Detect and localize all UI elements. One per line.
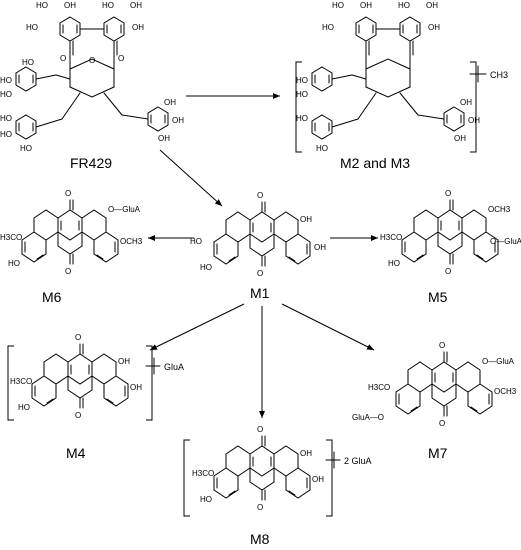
m2m3-oh-6: OH (454, 134, 466, 143)
m2m3-bracket-left (295, 61, 302, 153)
m1-ho-1: HO (190, 237, 202, 246)
m8-ho: HO (200, 495, 212, 504)
m6-o-top: O (65, 189, 71, 198)
m5-o-top: O (445, 189, 451, 198)
fr429-o-1: O (60, 54, 66, 63)
m4-h3co: H3CO (10, 377, 32, 386)
m6-o-glua: O—GluA (108, 205, 141, 214)
m8-glua: 2 GluA (344, 456, 372, 466)
m8-o-top: O (257, 425, 263, 434)
m2m3-oh-3: OH (428, 23, 440, 32)
fr429-ho-6: HO (0, 90, 12, 99)
m5-h3co: H3CO (380, 233, 402, 242)
m2m3-ho-5: HO (296, 90, 308, 99)
m8-bracket-left (183, 439, 190, 517)
m7-o-bottom: O (439, 419, 445, 428)
m7-h3co: H3CO (368, 383, 390, 392)
m1-oh-1: OH (300, 215, 312, 224)
arrow-fr429-to-m1 (159, 149, 223, 207)
m8-oh-1: OH (300, 449, 312, 458)
m8-oh-2: OH (312, 475, 324, 484)
m6-o-bottom: O (65, 267, 71, 276)
m4-glua: GluA (164, 362, 184, 372)
fr429-ho-9: HO (20, 144, 32, 153)
m8-o-bottom: O (257, 503, 263, 512)
label-m8: M8 (250, 531, 270, 547)
m8-bracket-right (326, 439, 333, 517)
m7-o-glua: O—GluA (482, 357, 515, 366)
m5-structure: O O OCH3 O—GluA H3CO HO (380, 189, 521, 276)
m6-och3: OCH3 (120, 237, 143, 246)
fr429-structure: HO OH HO OH HO OH HO HO HO HO HO HO OH O… (0, 1, 184, 153)
m7-o-top: O (439, 341, 445, 350)
m4-oh-1: OH (118, 357, 130, 366)
m4-bracket-left (7, 345, 14, 421)
label-m2-m3: M2 and M3 (340, 155, 410, 171)
m2m3-ho-4: HO (296, 76, 308, 85)
fr429-oh-6: OH (158, 134, 170, 143)
fr429-ho-1: HO (36, 1, 48, 10)
label-m1: M1 (250, 285, 270, 301)
m1-oh-2: OH (314, 243, 326, 252)
fr429-oh-4: OH (164, 98, 176, 107)
fr429-o-ring: O (89, 56, 95, 65)
m1-o-top: O (257, 191, 263, 200)
fr429-o-2: O (118, 54, 124, 63)
label-m5: M5 (428, 289, 448, 305)
fr429-ho-7: HO (0, 114, 12, 123)
m2m3-methyl: CH3 (490, 70, 508, 80)
m2m3-ho-3: HO (322, 23, 334, 32)
label-m6: M6 (42, 289, 62, 305)
m6-structure: O O O—GluA OCH3 H3CO HO (0, 189, 143, 276)
arrow-m1-to-m7 (281, 303, 375, 351)
arrow-m1-to-m4 (149, 303, 245, 351)
fr429-oh-1: OH (64, 1, 76, 10)
m8-h3co: H3CO (192, 469, 214, 478)
m5-o-glua: O—GluA (490, 237, 521, 246)
m4-structure: O O OH OH H3CO HO (10, 333, 142, 420)
m1-structure: O O OH OH HO HO (190, 191, 326, 278)
m8-structure: O O OH OH H3CO HO (192, 425, 324, 512)
m6-ho: HO (8, 259, 20, 268)
m2m3-bracket-right (470, 61, 477, 153)
m1-ho-2: HO (200, 263, 212, 272)
m4-o-bottom: O (75, 411, 81, 420)
label-fr429: FR429 (70, 155, 112, 171)
fr429-oh-2: OH (130, 1, 142, 10)
m1-o-bottom: O (257, 269, 263, 278)
m2m3-oh-2: OH (426, 1, 438, 10)
m5-o-bottom: O (445, 267, 451, 276)
label-m4: M4 (66, 445, 86, 461)
m4-ho: HO (18, 403, 30, 412)
m2m3-ho-7: HO (316, 144, 328, 153)
fr429-ho-5: HO (0, 76, 12, 85)
m6-h3co: H3CO (0, 233, 22, 242)
m2m3-oh-5: OH (468, 116, 480, 125)
m2m3-ho-2: HO (398, 1, 410, 10)
fr429-ho-3: HO (26, 23, 38, 32)
fr429-oh-5: OH (172, 116, 184, 125)
fr429-ho-4: HO (22, 58, 34, 67)
m5-ho: HO (388, 259, 400, 268)
fr429-oh-3: OH (132, 23, 144, 32)
m7-structure: O O O—GluA OCH3 H3CO GluA—O (352, 341, 517, 428)
fr429-ho-2: HO (102, 1, 114, 10)
m2-m3-structure: HO OH HO OH HO OH HO HO HO HO OH OH OH (296, 1, 480, 153)
m5-och3: OCH3 (488, 205, 511, 214)
m4-bracket-right (146, 345, 153, 421)
m7-och3: OCH3 (494, 387, 517, 396)
m2m3-ho-1: HO (332, 1, 344, 10)
m2m3-oh-1: OH (360, 1, 372, 10)
m4-o-top: O (75, 333, 81, 342)
label-m7: M7 (428, 445, 448, 461)
m7-glua-o: GluA—O (352, 413, 384, 422)
m2m3-ho-6: HO (296, 114, 308, 123)
m2m3-oh-4: OH (460, 98, 472, 107)
m4-oh-2: OH (130, 383, 142, 392)
fr429-ho-8: HO (0, 130, 12, 139)
